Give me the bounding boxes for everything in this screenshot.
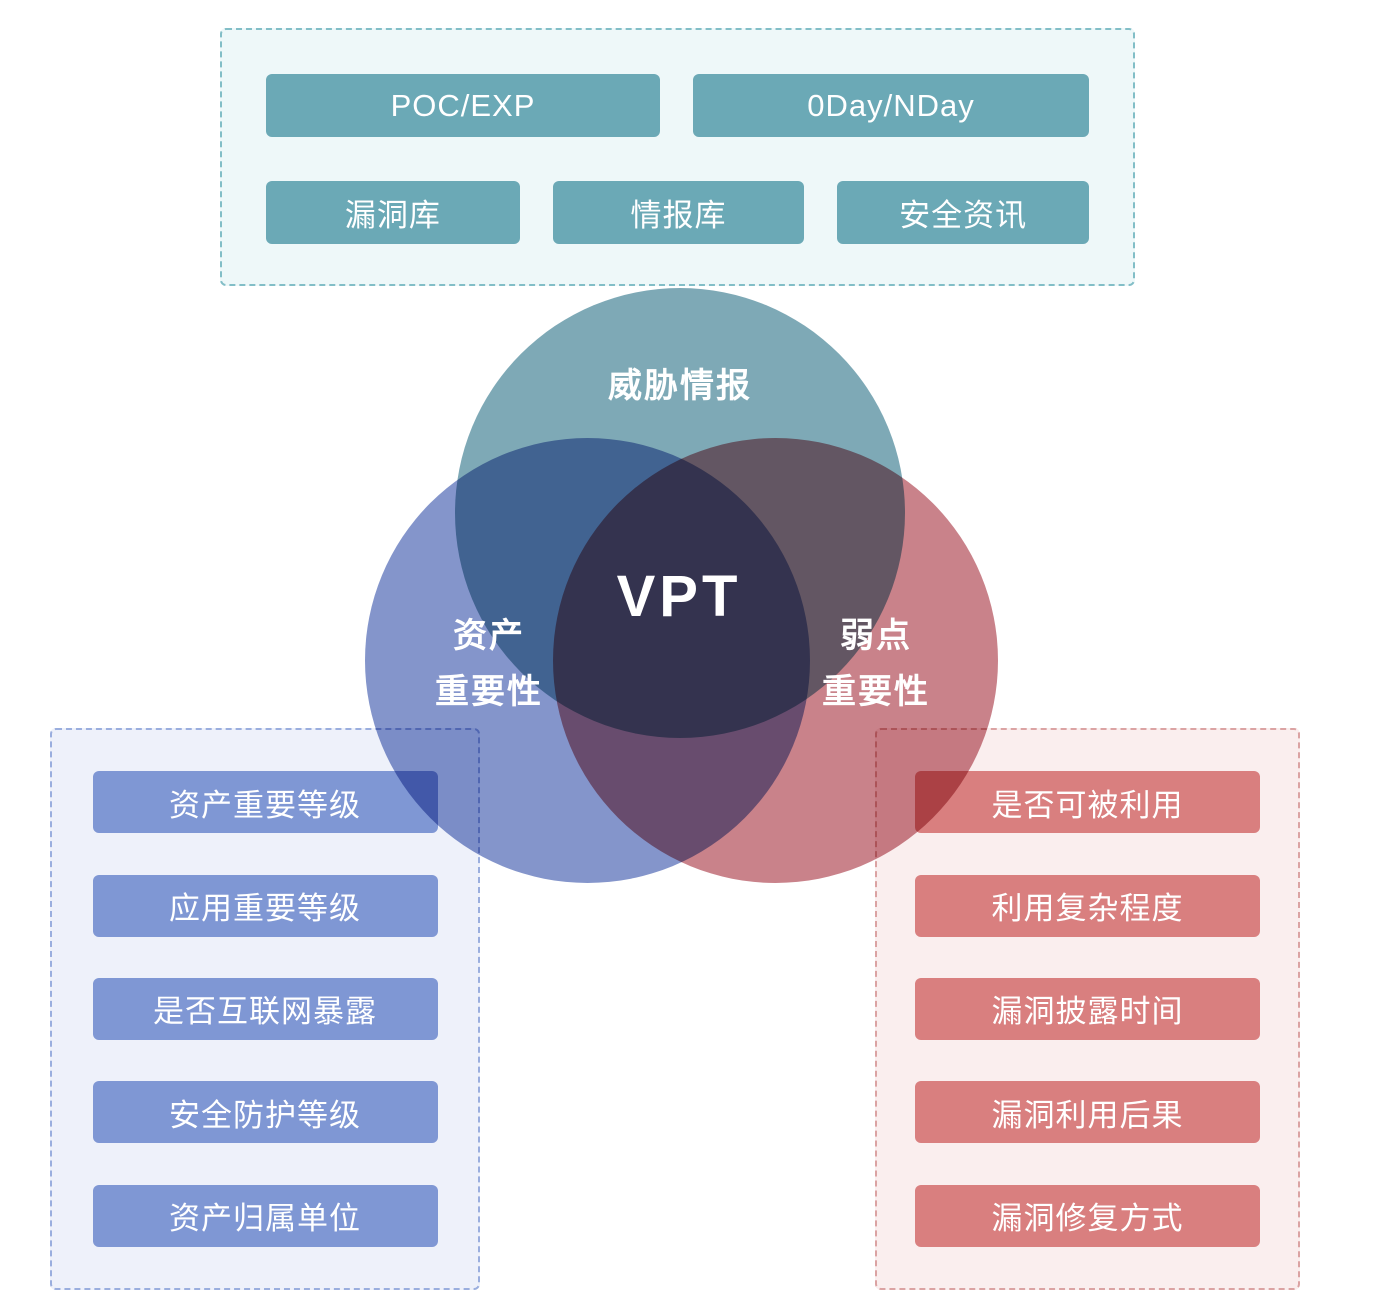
- weakness-label-line1: 弱点: [840, 616, 912, 655]
- chip-poc-exp: POC/EXP: [266, 74, 661, 137]
- threat-intel-label: 威胁情报: [608, 366, 752, 405]
- chip-asset-importance-level: 资产重要等级: [92, 771, 438, 834]
- chip-vuln-db: 漏洞库: [266, 181, 520, 244]
- threat-panel-row-1: POC/EXP 0Day/NDay: [266, 74, 1089, 137]
- chip-fix-method: 漏洞修复方式: [915, 1184, 1260, 1247]
- chip-internet-exposure: 是否互联网暴露: [92, 977, 438, 1040]
- chip-0day-nday: 0Day/NDay: [693, 74, 1089, 137]
- chip-disclosure-time: 漏洞披露时间: [915, 977, 1260, 1040]
- weakness-importance-label: 弱点 重要性: [822, 608, 930, 720]
- asset-label-line1: 资产: [453, 616, 525, 655]
- vpt-center-label: VPT: [616, 564, 742, 630]
- chip-asset-owner-unit: 资产归属单位: [92, 1184, 438, 1247]
- chip-security-news: 安全资讯: [837, 181, 1089, 244]
- chip-intel-db: 情报库: [552, 181, 805, 244]
- weakness-label-line2: 重要性: [822, 673, 930, 711]
- asset-importance-label: 资产 重要性: [435, 608, 543, 720]
- chip-app-importance-level: 应用重要等级: [92, 874, 438, 937]
- chip-exploit-consequence: 漏洞利用后果: [915, 1081, 1260, 1144]
- weakness-importance-panel: 是否可被利用 利用复杂程度 漏洞披露时间 漏洞利用后果 漏洞修复方式: [875, 728, 1300, 1290]
- chip-security-protection-level: 安全防护等级: [92, 1081, 438, 1144]
- asset-importance-panel: 资产重要等级 应用重要等级 是否互联网暴露 安全防护等级 资产归属单位: [50, 728, 480, 1290]
- chip-exploitable: 是否可被利用: [915, 771, 1260, 834]
- chip-exploit-complexity: 利用复杂程度: [915, 874, 1260, 937]
- threat-intel-panel: POC/EXP 0Day/NDay 漏洞库 情报库 安全资讯: [220, 28, 1135, 286]
- threat-panel-row-2: 漏洞库 情报库 安全资讯: [266, 181, 1089, 244]
- asset-label-line2: 重要性: [435, 673, 543, 711]
